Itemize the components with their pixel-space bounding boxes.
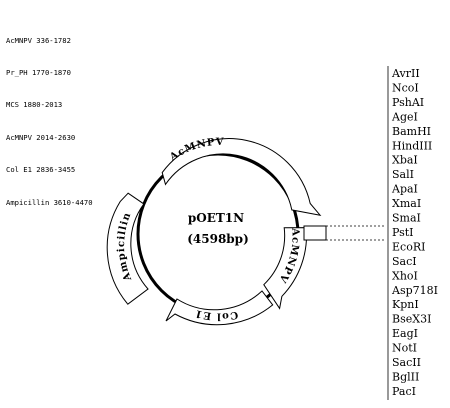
mcs-site-ecori: EcoRI <box>392 240 425 253</box>
mcs-site-ncoi: NcoI <box>392 82 419 95</box>
mcs-site-noti: NotI <box>392 342 417 355</box>
legend-line: MCS 1880-2013 <box>6 100 63 110</box>
feature-arrow-ampicillin <box>106 192 149 305</box>
mcs-site-pshai: PshAI <box>392 96 424 109</box>
mcs-site-bamhi: BamHI <box>392 125 431 138</box>
mcs-site-xhoi: XhoI <box>392 269 418 282</box>
legend-line: Pr_PH 1770-1870 <box>6 67 71 77</box>
legend-line: AcMNPV 336-1782 <box>6 35 71 45</box>
mcs-site-saci: SacI <box>392 255 417 268</box>
features-legend: AcMNPV 336-1782 Pr_PH 1770-1870 MCS 1880… <box>6 14 93 230</box>
mcs-site-avrii: AvrII <box>391 67 420 80</box>
feature-arrow-cole1 <box>165 290 274 326</box>
feature-arrow-acmnpv-top <box>161 138 322 216</box>
mcs-box <box>303 225 327 241</box>
mcs-site-hindiii: HindIII <box>392 139 432 152</box>
mcs-site-apai: ApaI <box>391 183 418 196</box>
mcs-site-psti: PstI <box>392 226 414 239</box>
mcs-site-smai: SmaI <box>392 212 421 225</box>
legend-line: Ampicillin 3610-4470 <box>6 197 93 207</box>
mcs-site-bsex3i: BseX3I <box>392 313 431 326</box>
svg-text:Col E1: Col E1 <box>193 307 239 322</box>
legend-line: Col E1 2836-3455 <box>6 165 76 175</box>
mcs-site-agei: AgeI <box>391 110 418 123</box>
mcs-site-bglii: BglII <box>392 370 419 383</box>
feature-label-cole1: Col E1 <box>193 307 238 322</box>
mcs-site-sali: SalI <box>392 168 414 181</box>
mcs-site-eagi: EagI <box>392 327 418 340</box>
plasmid-size: (4598bp) <box>187 232 249 246</box>
mcs-site-xmai: XmaI <box>392 197 421 210</box>
feature-arrow-acmnpv-right <box>263 227 308 310</box>
mcs-site-paci: PacI <box>392 385 416 398</box>
plasmid-name: pOET1N <box>188 211 244 225</box>
mcs-site-kpni: KpnI <box>392 298 419 311</box>
mcs-site-sacii: SacII <box>392 356 421 369</box>
mcs-site-xbai: XbaI <box>392 154 418 167</box>
legend-line: AcMNPV 2014-2630 <box>6 132 76 142</box>
mcs-site-asp718i: Asp718I <box>391 284 438 297</box>
